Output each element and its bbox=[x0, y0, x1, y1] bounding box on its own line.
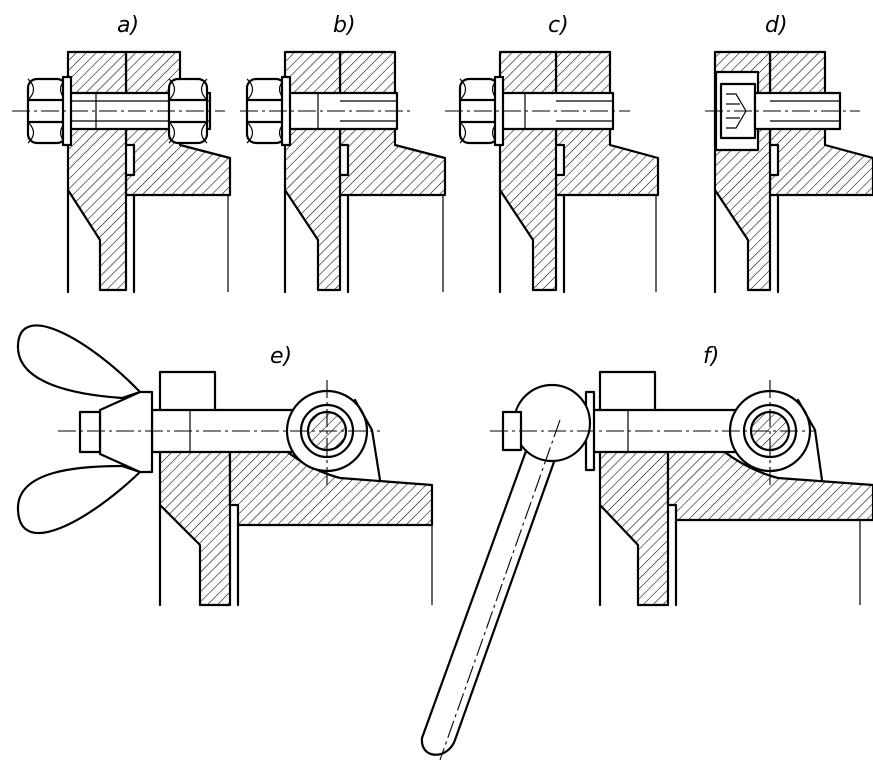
label-b: b) bbox=[333, 13, 356, 38]
panel-a bbox=[12, 50, 232, 294]
label-a: a) bbox=[117, 13, 139, 38]
panel-e bbox=[16, 324, 434, 607]
label-e: e) bbox=[270, 344, 292, 369]
label-f: f) bbox=[703, 344, 719, 369]
panel-b bbox=[240, 50, 447, 294]
label-c: c) bbox=[548, 13, 569, 38]
label-d: d) bbox=[765, 13, 788, 38]
panel-f bbox=[420, 370, 873, 761]
panel-d bbox=[705, 50, 873, 294]
panel-c bbox=[445, 50, 660, 294]
